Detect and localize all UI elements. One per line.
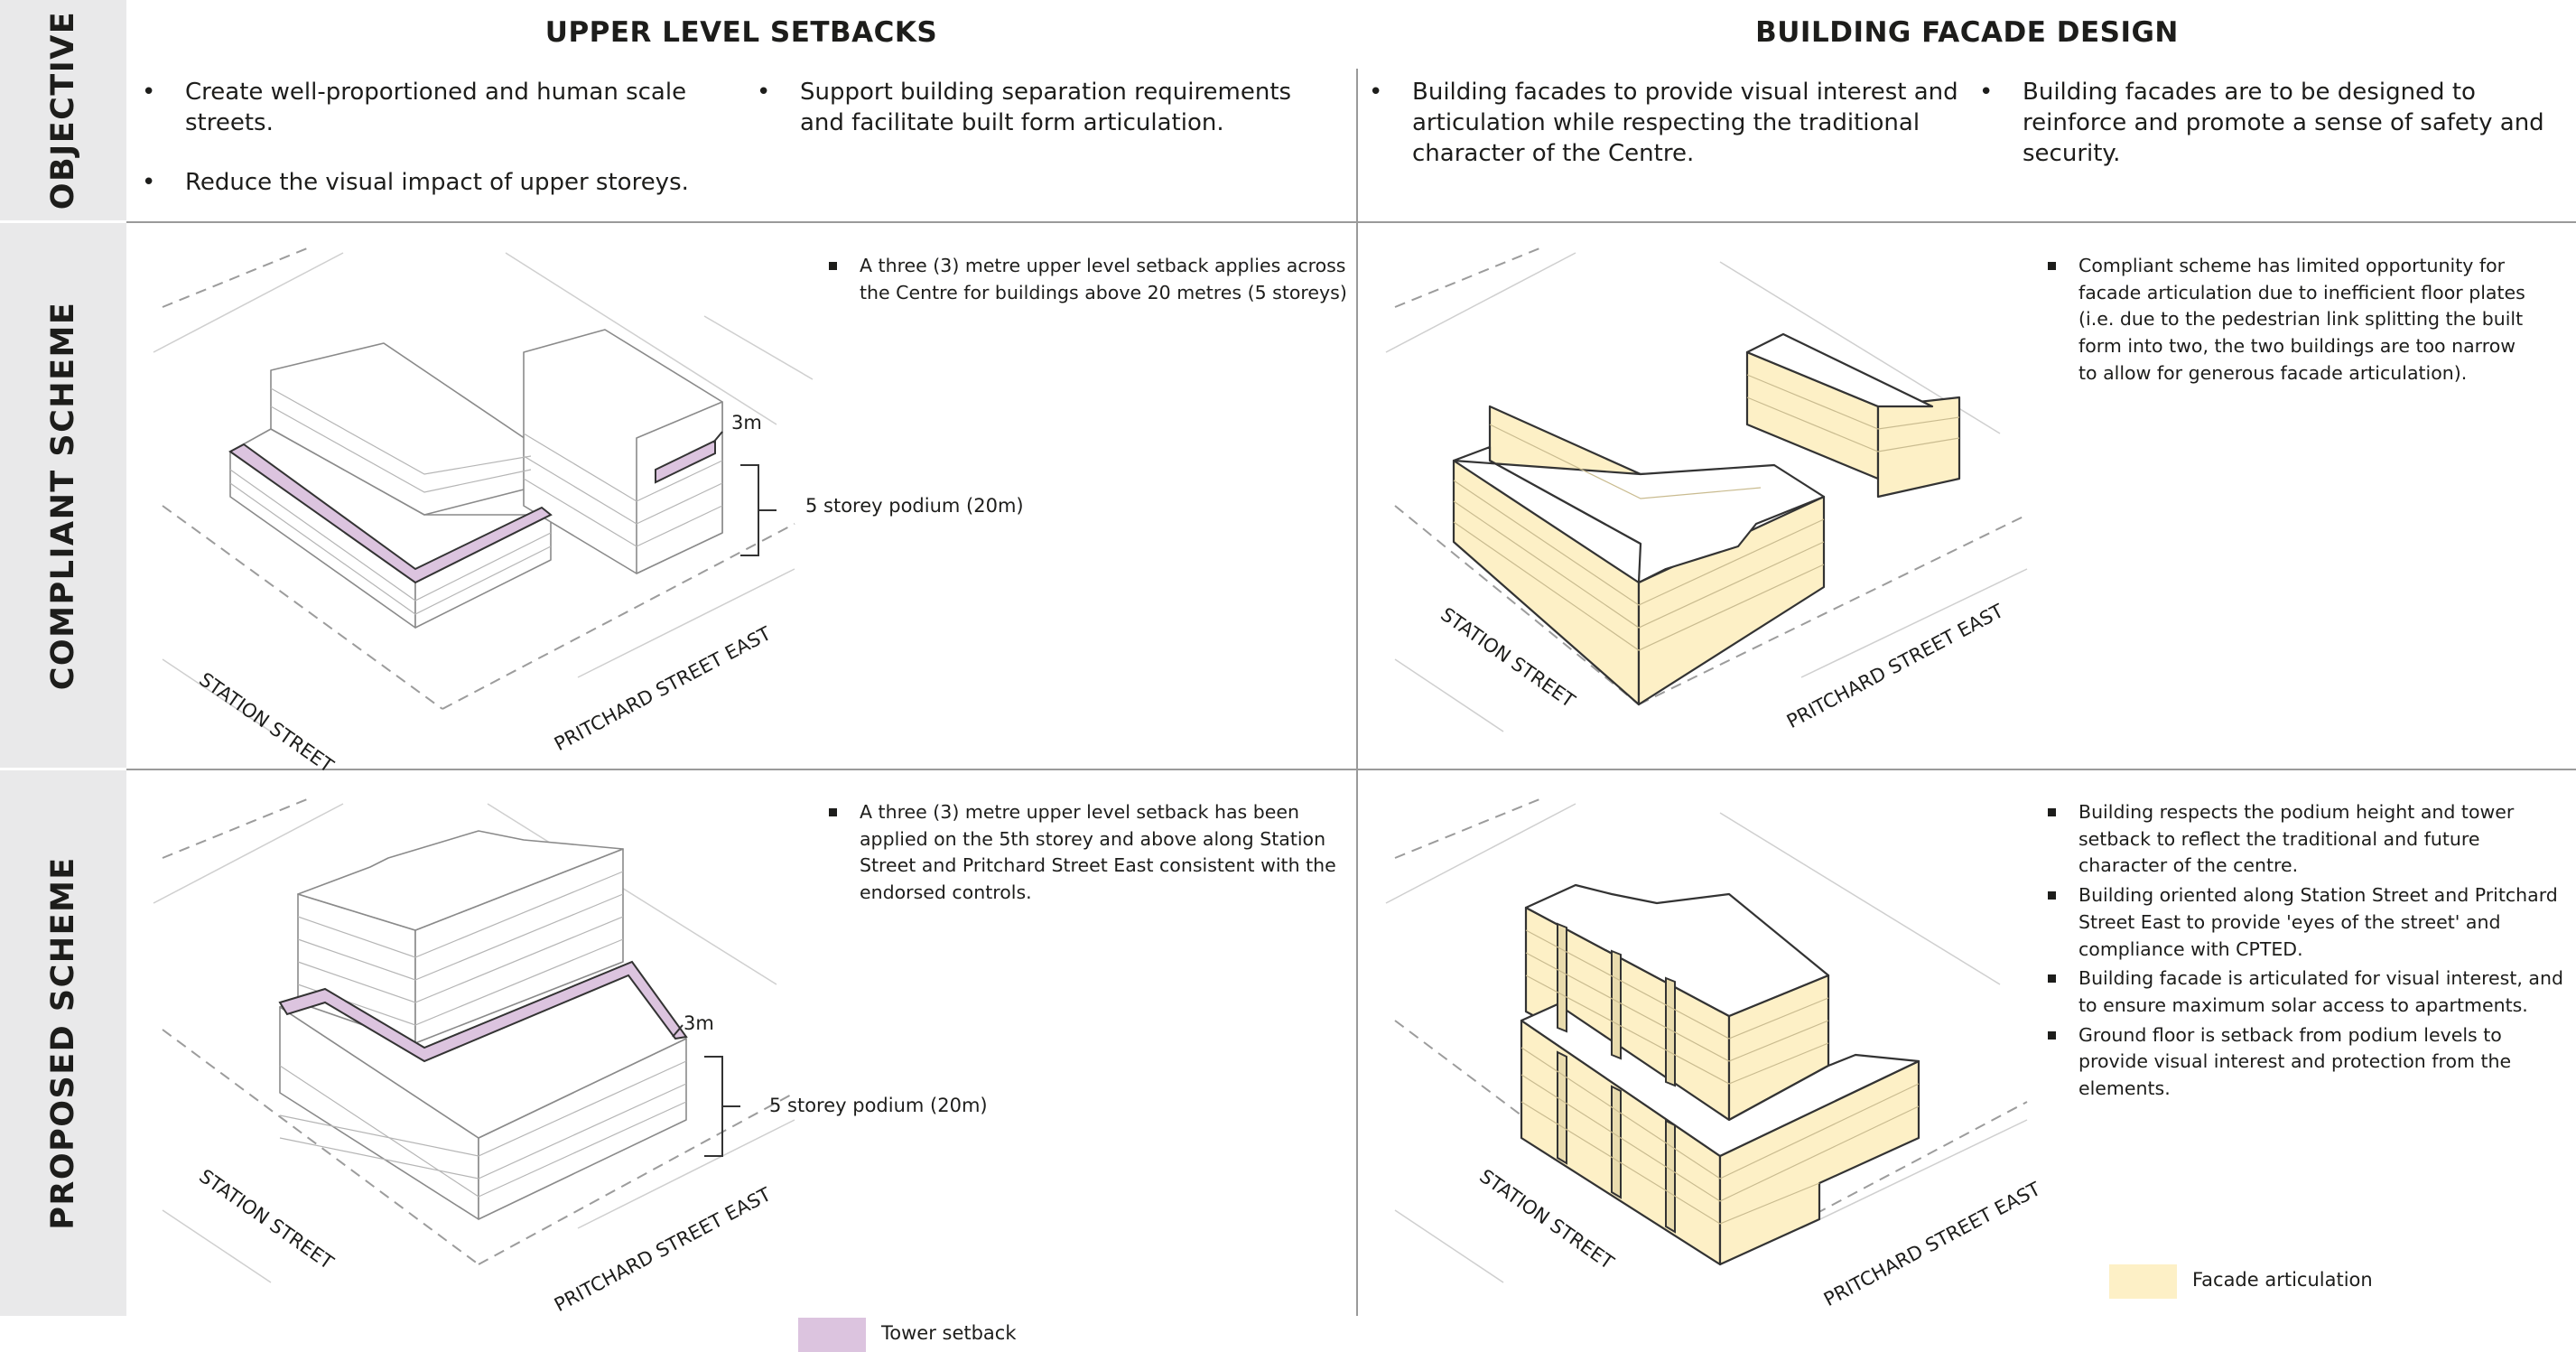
building-masses bbox=[279, 830, 687, 1220]
row-label-compliant: COMPLIANT SCHEME bbox=[0, 223, 126, 768]
note-proposed-facade-1: Building respects the podium height and … bbox=[2078, 801, 2515, 877]
site-boundary bbox=[162, 798, 795, 1265]
legend-swatch-tower-setback bbox=[798, 1318, 866, 1352]
site-boundary bbox=[162, 247, 795, 710]
bullet bbox=[829, 262, 837, 270]
proposed-setback-diagram bbox=[153, 798, 795, 1283]
note-proposed-facade-2: Building oriented along Station Street a… bbox=[2078, 884, 2558, 960]
facade-recesses bbox=[1557, 922, 1676, 1234]
note-proposed-setback: A three (3) metre upper level setback ha… bbox=[829, 799, 1347, 909]
tower-setback-band bbox=[278, 960, 688, 1063]
row-label-objective-text: OBJECTIVE bbox=[45, 10, 81, 210]
compliant-setback-diagram bbox=[153, 247, 814, 732]
header-upper-level-setbacks: UPPER LEVEL SETBACKS bbox=[544, 16, 938, 49]
bullet bbox=[2048, 808, 2056, 816]
note-proposed-facade: Building respects the podium height and … bbox=[2048, 799, 2566, 1105]
note-proposed-setback-text: A three (3) metre upper level setback ha… bbox=[860, 801, 1336, 904]
podium-dimension bbox=[712, 431, 777, 556]
legend-label-tower-setback: Tower setback bbox=[881, 1322, 1017, 1344]
proposed-facade-diagram bbox=[1385, 798, 2028, 1283]
context-grid bbox=[153, 803, 795, 1283]
tower-setback-band bbox=[228, 439, 716, 584]
facade-floor-lines bbox=[1520, 929, 1920, 1225]
podium-height-label: 5 storey podium (20m) bbox=[769, 1095, 988, 1116]
objective-facade-2: Building facades are to be designed to r… bbox=[1979, 78, 2564, 169]
objective-setbacks-1: Create well-proportioned and human scale… bbox=[142, 78, 709, 139]
objective-facade-1: Building facades to provide visual inter… bbox=[1369, 78, 1972, 169]
context-grid bbox=[1385, 803, 2028, 1283]
facade-floor-lines bbox=[1453, 374, 1960, 651]
context-grid bbox=[153, 252, 814, 732]
podium-dimension bbox=[672, 1024, 740, 1157]
objective-setbacks-2: Reduce the visual impact of upper storey… bbox=[142, 168, 745, 199]
building-masses bbox=[229, 329, 723, 629]
bullet bbox=[829, 808, 837, 816]
bullet bbox=[2048, 974, 2056, 984]
floor-lines bbox=[279, 871, 687, 1198]
bullet bbox=[2048, 262, 2056, 270]
legend-label-facade-articulation: Facade articulation bbox=[2192, 1269, 2373, 1291]
site-boundary bbox=[1394, 247, 2028, 705]
divider-objective bbox=[126, 221, 2576, 223]
setback-dimension-label: 3m bbox=[731, 412, 762, 434]
bullet bbox=[2048, 1030, 2056, 1040]
setback-dimension-label: 3m bbox=[684, 1012, 714, 1034]
objective-setbacks-3: Support building separation requirements… bbox=[757, 78, 1342, 139]
row-label-proposed: PROPOSED SCHEME bbox=[0, 770, 126, 1316]
bullet bbox=[2048, 891, 2056, 900]
row-label-proposed-text: PROPOSED SCHEME bbox=[45, 856, 81, 1230]
note-compliant-facade: Compliant scheme has limited opportunity… bbox=[2048, 253, 2530, 390]
podium-height-label: 5 storey podium (20m) bbox=[805, 495, 1024, 517]
note-compliant-facade-text: Compliant scheme has limited opportunity… bbox=[2078, 255, 2525, 384]
divider-compliant bbox=[126, 769, 2576, 770]
compliant-facade-diagram bbox=[1385, 247, 2028, 732]
divider-column bbox=[1356, 69, 1358, 1316]
row-label-objective: OBJECTIVE bbox=[0, 0, 126, 220]
floor-lines bbox=[229, 387, 723, 615]
note-proposed-facade-3: Building facade is articulated for visua… bbox=[2078, 967, 2563, 1017]
legend-swatch-facade-articulation bbox=[2109, 1264, 2177, 1299]
note-compliant-setback-text: A three (3) metre upper level setback ap… bbox=[860, 255, 1347, 303]
row-label-compliant-text: COMPLIANT SCHEME bbox=[45, 301, 81, 690]
header-building-facade-design: BUILDING FACADE DESIGN bbox=[1755, 16, 2179, 49]
note-compliant-setback: A three (3) metre upper level setback ap… bbox=[829, 253, 1347, 309]
roof-planes bbox=[1452, 332, 1934, 584]
note-proposed-facade-4: Ground floor is setback from podium leve… bbox=[2078, 1023, 2512, 1100]
